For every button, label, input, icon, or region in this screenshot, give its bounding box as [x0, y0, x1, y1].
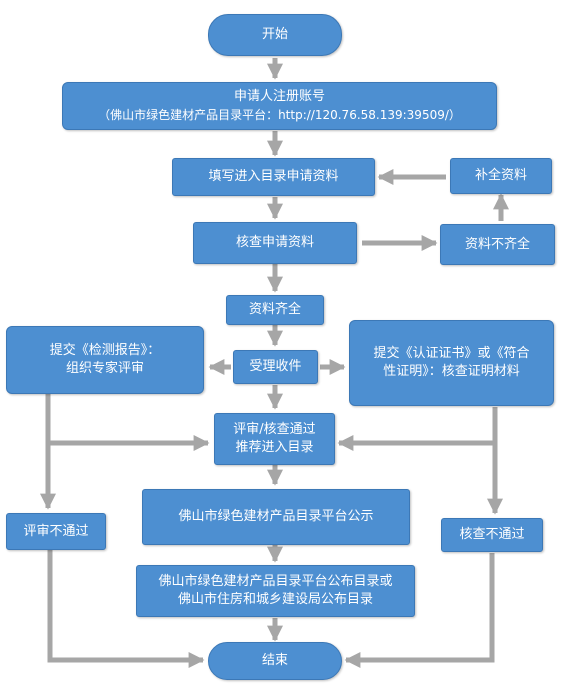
check-docs-label: 核查申请资料 [235, 235, 314, 250]
expert-review-line2: 组织专家评审 [65, 361, 144, 376]
start-label: 开始 [261, 27, 288, 42]
arrow-check-fail-to-end [344, 553, 495, 669]
supplement-node: 补全资料 [450, 158, 552, 194]
fill-form-node: 填写进入目录申请资料 [172, 158, 375, 196]
docs-incomplete-label: 资料不齐全 [464, 236, 530, 252]
check-fail-label: 核查不通过 [459, 527, 525, 542]
accept-label: 受理收件 [249, 359, 302, 374]
end-label: 结束 [261, 653, 288, 668]
docs-complete-label: 资料齐全 [248, 302, 301, 317]
cert-check-node: 提交《认证证书》或《符合 性证明》：核查证明材料 [349, 320, 554, 406]
review-fail-node: 评审不通过 [6, 513, 106, 550]
supplement-label: 补全资料 [474, 168, 527, 183]
docs-incomplete-node: 资料不齐全 [440, 224, 555, 265]
publicity-label: 佛山市绿色建材产品目录平台公示 [178, 509, 374, 524]
cert-check-line2: 性证明》：核查证明材料 [383, 364, 520, 379]
register-url: （佛山市绿色建材产品目录平台：http://120.76.58.139:3950… [98, 108, 461, 122]
review-fail-label: 评审不通过 [23, 523, 89, 539]
publicity-node: 佛山市绿色建材产品目录平台公示 [142, 489, 410, 545]
check-docs-node: 核查申请资料 [193, 222, 357, 264]
publish-line1: 佛山市绿色建材产品目录平台公布目录或 [158, 574, 393, 589]
expert-review-node: 提交《检测报告》： 组织专家评审 [6, 326, 204, 394]
docs-complete-node: 资料齐全 [226, 295, 324, 325]
arrow-left-to-pass [45, 394, 210, 452]
arrow-review-fail-to-end [47, 550, 205, 669]
pass-node: 评审/核查通过 推荐进入目录 [214, 413, 335, 465]
register-title: 申请人注册账号 [233, 89, 325, 104]
publish-line2: 佛山市住房和城乡建设局公布目录 [177, 592, 373, 607]
expert-review-line1: 提交《检测报告》： [49, 343, 161, 358]
check-fail-node: 核查不通过 [441, 518, 543, 552]
register-node: 申请人注册账号 （佛山市绿色建材产品目录平台：http://120.76.58.… [62, 82, 497, 130]
fill-form-label: 填写进入目录申请资料 [208, 169, 339, 184]
end-node: 结束 [208, 642, 342, 680]
publish-node: 佛山市绿色建材产品目录平台公布目录或 佛山市住房和城乡建设局公布目录 [136, 565, 415, 617]
start-node: 开始 [208, 14, 342, 56]
arrow-right-to-pass [337, 407, 498, 452]
pass-line2: 推荐进入目录 [235, 440, 314, 455]
accept-node: 受理收件 [233, 350, 318, 384]
cert-check-line1: 提交《认证证书》或《符合 [373, 346, 530, 361]
pass-line1: 评审/核查通过 [233, 422, 316, 437]
